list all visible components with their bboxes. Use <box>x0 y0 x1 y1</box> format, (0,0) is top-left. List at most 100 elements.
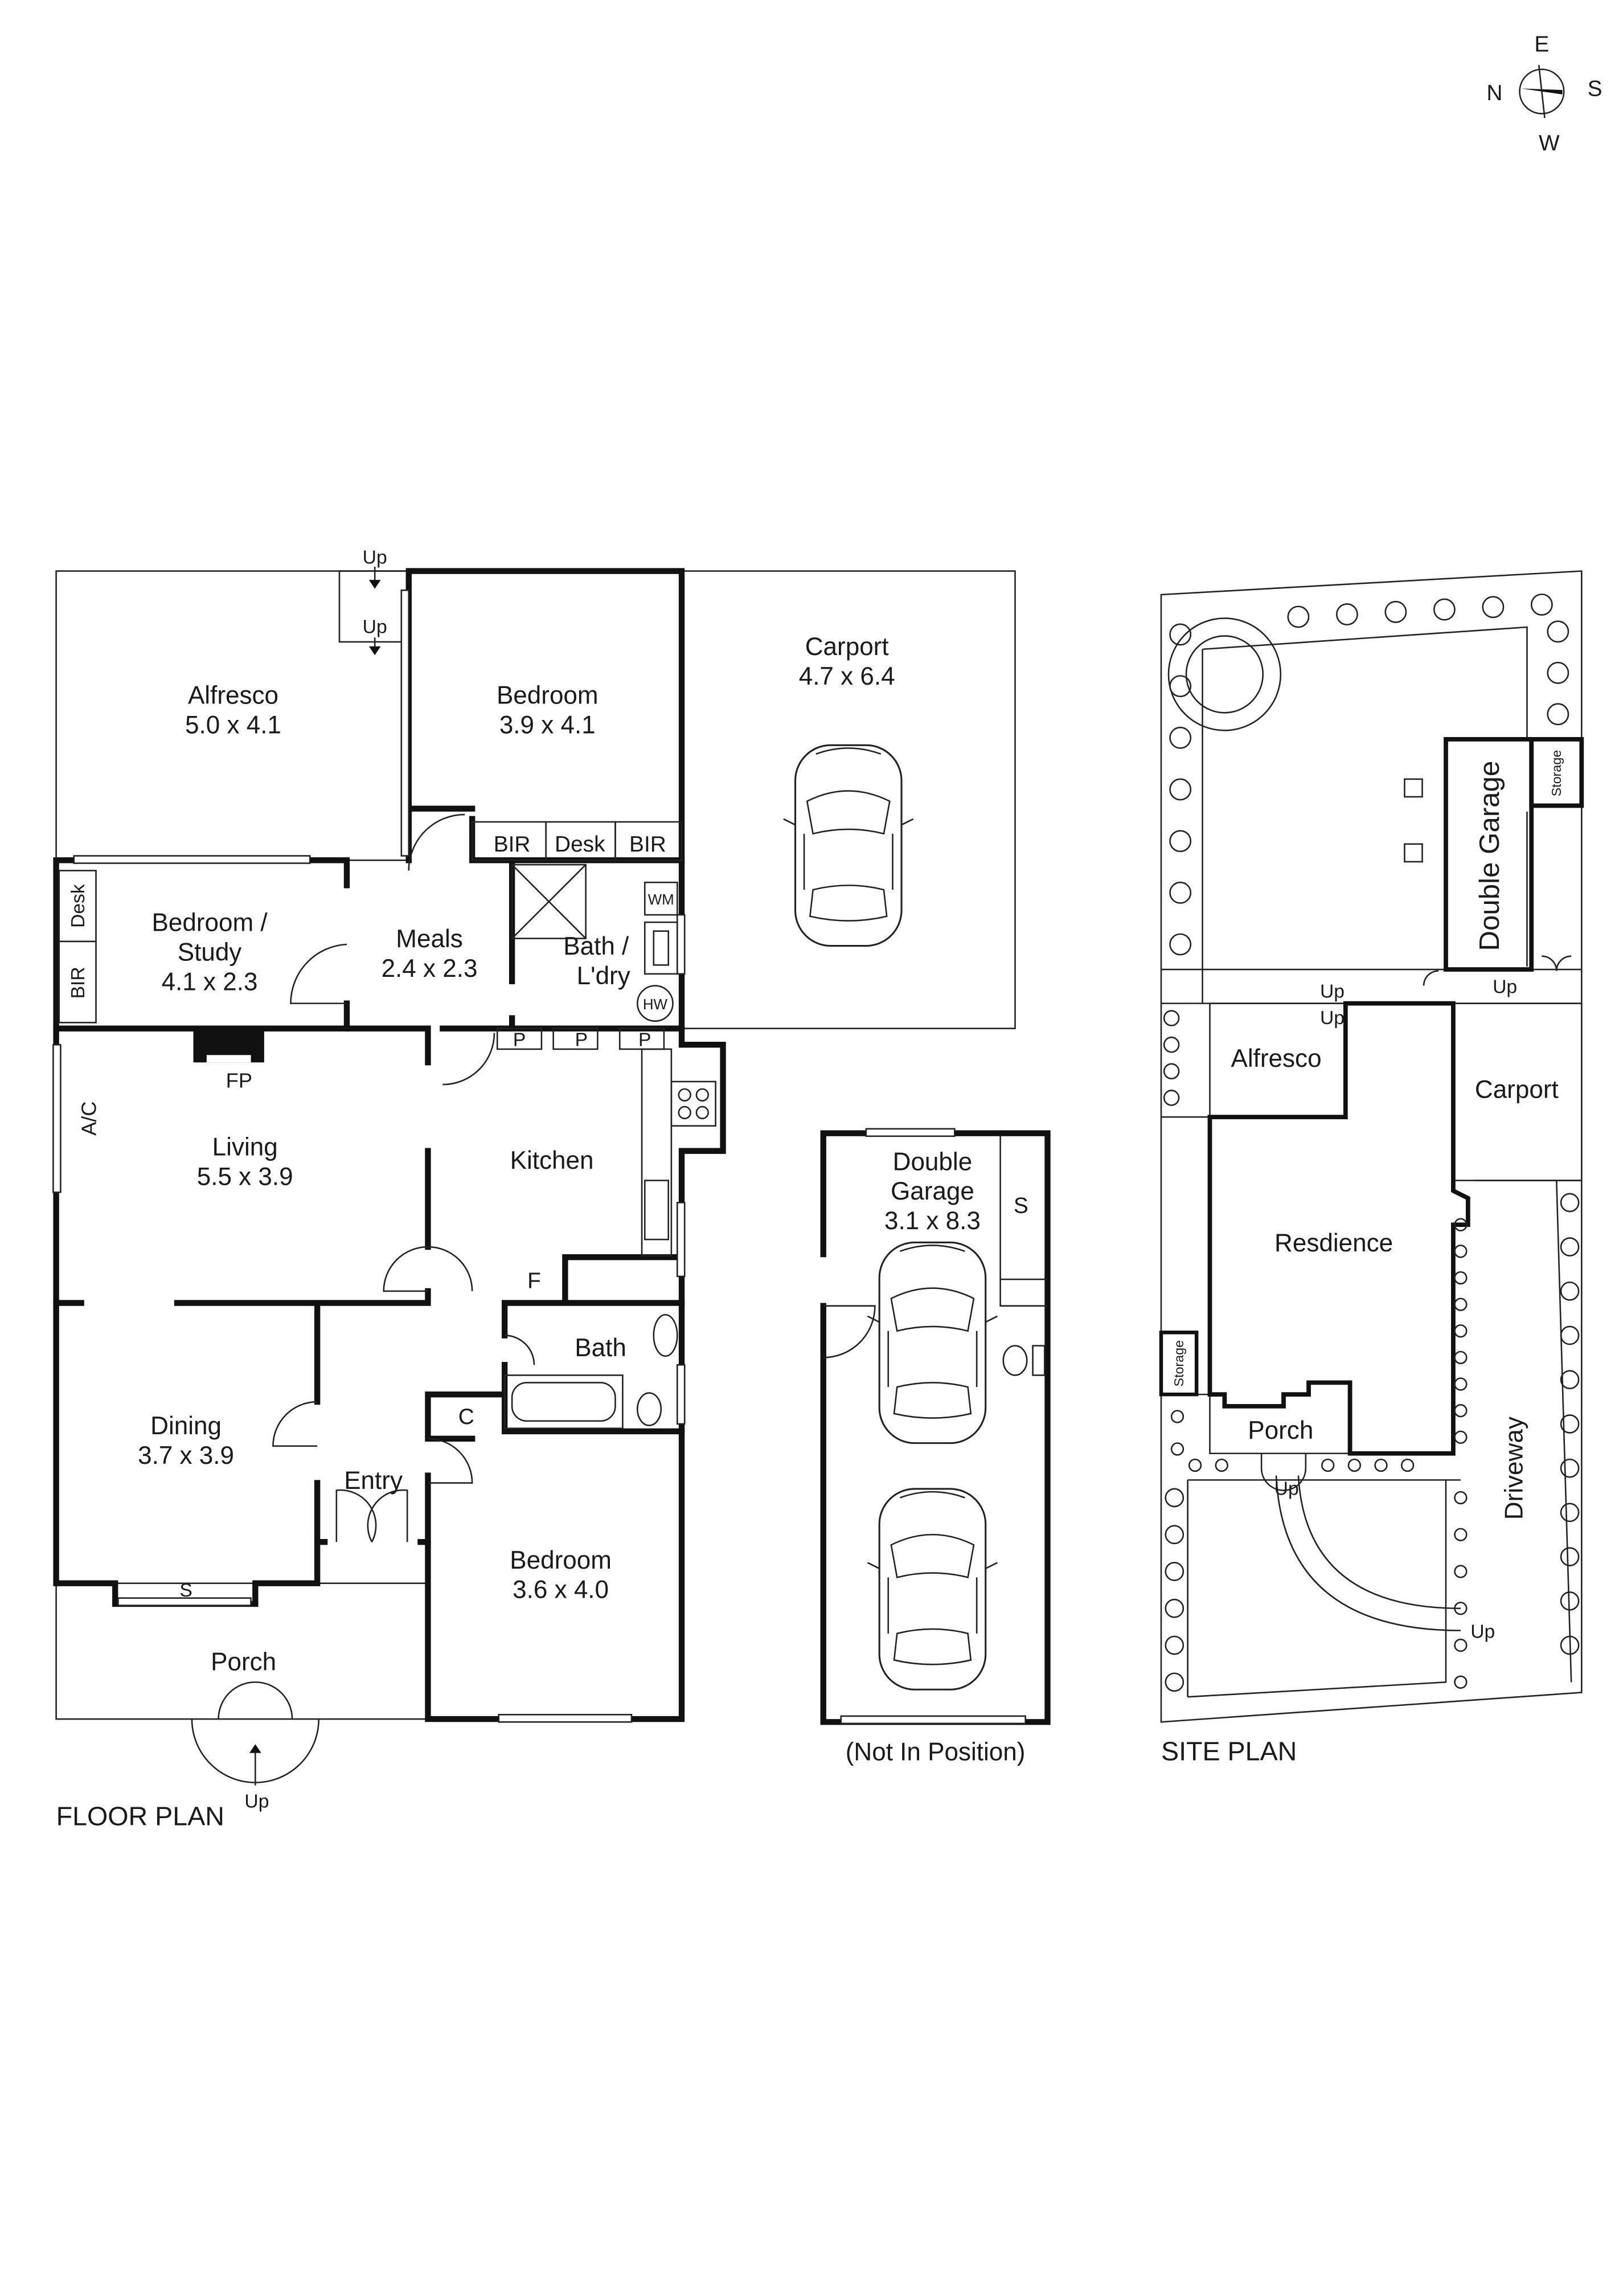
site-plan-title: SITE PLAN <box>1161 1737 1297 1766</box>
living-label: Living <box>212 1133 278 1161</box>
shower-icon <box>511 863 587 939</box>
shrub-icon <box>1165 1488 1185 1508</box>
compass-s: S <box>1588 76 1602 101</box>
shrub-icon <box>1560 1414 1580 1434</box>
shrub-icon <box>1560 1325 1580 1345</box>
shrub-icon <box>1560 1458 1580 1478</box>
living-dims: 5.5 x 3.9 <box>197 1163 293 1190</box>
bathtub-icon <box>503 1374 624 1430</box>
site-up-label: Up <box>1470 1622 1495 1643</box>
tree-row <box>1163 594 1580 1692</box>
shrub-icon <box>1547 703 1569 726</box>
shrub-icon <box>1560 1281 1580 1301</box>
shrub-icon <box>1560 1237 1580 1257</box>
up-label: Up <box>363 547 387 568</box>
car-icon <box>866 1241 998 1444</box>
shrub-icon <box>1165 1635 1185 1655</box>
shrub-icon <box>1454 1324 1468 1338</box>
site-porch-label: Porch <box>1248 1417 1313 1444</box>
fireplace-label: FP <box>226 1069 252 1092</box>
compass-circle <box>1519 68 1565 114</box>
shrub-icon <box>1530 594 1553 616</box>
shrub-icon <box>1163 1036 1180 1053</box>
garage-label: Double <box>893 1148 973 1176</box>
shrub-icon <box>1454 1430 1468 1444</box>
carport-label: Carport <box>805 633 889 661</box>
shrub-icon <box>1454 1565 1468 1578</box>
site-up-label: Up <box>1320 1008 1345 1029</box>
shrub-icon <box>1560 1370 1580 1390</box>
compass: E N S W <box>1486 32 1602 156</box>
shrub-icon <box>1454 1602 1468 1615</box>
shrub-icon <box>1165 1562 1185 1581</box>
doors <box>272 813 535 1542</box>
floor-plan-title: FLOOR PLAN <box>56 1802 224 1831</box>
bedroom2-dims: 3.6 x 4.0 <box>513 1576 609 1604</box>
shrub-icon <box>1169 623 1192 646</box>
garage-dims: 3.1 x 8.3 <box>884 1207 981 1235</box>
shrub-icon <box>1560 1503 1580 1523</box>
shrub-icon <box>1560 1547 1580 1566</box>
shelf-label: S <box>179 1580 192 1601</box>
site-double-garage <box>1444 737 1534 972</box>
wm-label: WM <box>648 892 674 908</box>
alfresco-dims: 5.0 x 4.1 <box>185 711 281 739</box>
site-alfresco-label: Alfresco <box>1231 1045 1322 1073</box>
shrub-icon <box>1384 600 1407 623</box>
storage-label: S <box>1014 1193 1028 1218</box>
shrub-icon <box>1547 620 1569 643</box>
bedroom-study-label-2: Study <box>178 938 242 966</box>
shrub-icon <box>1170 1442 1185 1456</box>
dining-label: Dining <box>150 1412 222 1440</box>
meals-dims: 2.4 x 2.3 <box>382 955 478 983</box>
up-label: Up <box>363 616 387 637</box>
ac-label: A/C <box>77 1101 101 1135</box>
pantry-label: P <box>575 1030 588 1051</box>
shrub-icon <box>1482 596 1505 619</box>
entry-label: Entry <box>344 1467 403 1495</box>
shrub-icon <box>1165 1598 1185 1618</box>
garage-plan: Double Garage 3.1 x 8.3 S (Not In Positi… <box>820 1128 1051 1766</box>
shrub-icon <box>1454 1638 1468 1652</box>
site-double-garage-label: Double Garage <box>1474 761 1505 951</box>
bedroom2-label: Bedroom <box>510 1546 612 1574</box>
bir-label: BIR <box>494 832 531 857</box>
shrub-icon <box>1347 1458 1362 1472</box>
shrub-icon <box>1454 1350 1468 1365</box>
shrub-icon <box>1454 1403 1468 1418</box>
shrub-icon <box>1400 1458 1415 1472</box>
shrub-icon <box>1169 675 1192 698</box>
dining-dims: 3.7 x 3.9 <box>138 1442 234 1470</box>
site-storage-label: Storage <box>1549 750 1564 797</box>
shrub-icon <box>1169 881 1192 904</box>
kitchen-label: Kitchen <box>510 1147 594 1174</box>
shrub-icon <box>1547 661 1569 684</box>
exterior-walls <box>53 568 726 1722</box>
shrub-icon <box>1454 1271 1468 1285</box>
bedroom-study-dims: 4.1 x 2.3 <box>162 968 258 996</box>
shrub-icon <box>1454 1528 1468 1541</box>
shrub-icon <box>1163 1063 1180 1080</box>
shrub-icon <box>1188 1458 1202 1472</box>
fridge-label: F <box>527 1269 541 1294</box>
bath-laundry-label-2: L'dry <box>577 962 630 990</box>
shrub-icon <box>1335 603 1358 626</box>
cupboard-label: C <box>458 1405 474 1429</box>
site-residence-label: Resdience <box>1274 1229 1393 1257</box>
porch-label: Porch <box>211 1648 276 1676</box>
cooktop-icon <box>670 1081 716 1127</box>
shrub-icon <box>1163 1010 1180 1026</box>
up-label: Up <box>244 1791 269 1812</box>
bir-label: BIR <box>629 832 666 857</box>
shrub-icon <box>1215 1458 1228 1472</box>
shrub-icon <box>1163 1090 1180 1106</box>
shrub-icon <box>1165 1672 1185 1692</box>
bir-label: BIR <box>68 967 89 998</box>
shrub-icon <box>1169 778 1192 801</box>
compass-w: W <box>1539 131 1560 155</box>
desk-label: Desk <box>68 884 89 928</box>
compass-n: N <box>1486 81 1502 105</box>
pantry-label: P <box>513 1030 526 1051</box>
site-boundary <box>1160 570 1583 1723</box>
